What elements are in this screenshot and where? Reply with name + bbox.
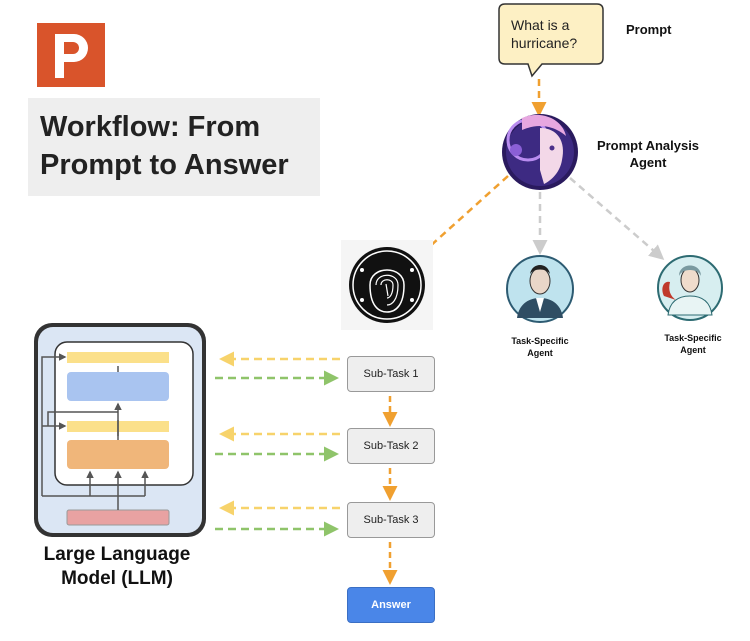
llm-label: Large Language Model (LLM) (43, 544, 191, 589)
fingerprint-face-icon (341, 240, 433, 330)
task-agent-label-2: Task-Specific Agent (664, 333, 722, 355)
prompt-bubble-text: What is a hurricane? (511, 17, 578, 51)
analysis-agent-label: Prompt Analysis Agent (596, 138, 700, 170)
prompt-label: Prompt (626, 22, 672, 37)
task-agent-label-1: Task-Specific Agent (511, 336, 569, 358)
llm-diagram (34, 323, 206, 537)
presentation-logo-icon (37, 23, 105, 87)
subtask-2[interactable]: Sub-Task 2 (347, 428, 435, 464)
answer-button[interactable]: Answer (347, 587, 435, 623)
robot-avatar-icon (502, 114, 578, 190)
subtask-1[interactable]: Sub-Task 1 (347, 356, 435, 392)
page-title: Workflow: From Prompt to Answer (40, 111, 289, 181)
arrow-analysis-to-agent-2 (569, 177, 665, 260)
subtask-3[interactable]: Sub-Task 3 (347, 502, 435, 538)
title-box (28, 98, 320, 196)
scientist-agent-icon (657, 255, 723, 321)
business-agent-icon (506, 255, 574, 323)
prompt-bubble (498, 3, 604, 78)
